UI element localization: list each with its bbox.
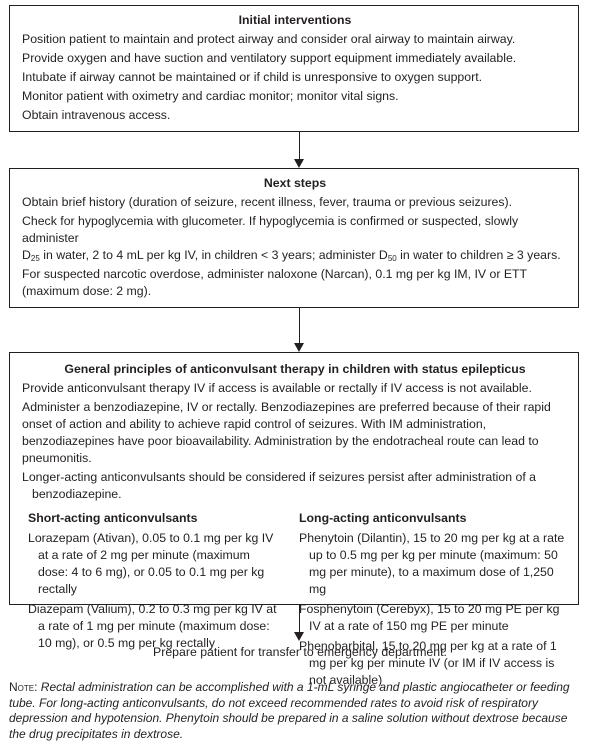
initial-line-monitor: Monitor patient with oximetry and cardia… — [22, 89, 399, 103]
drug-phenobarbital: Phenobarbital, 15 to 20 mg per kg at a r… — [299, 639, 557, 687]
footnote-label: Note: — [9, 680, 38, 694]
glucose-text-b: in water, 2 to 4 mL per kg IV, in childr… — [39, 248, 388, 262]
general-line-benzodiazepine: Administer a benzodiazepine, IV or recta… — [22, 400, 551, 465]
glucose-d25-label: D — [22, 248, 31, 262]
next-steps-title: Next steps — [263, 176, 327, 190]
glucose-d50-subscript: 50 — [387, 254, 397, 263]
final-step-text: Prepare patient for transfer to emergenc… — [153, 645, 447, 659]
next-steps-box: Next steps Obtain brief history (duratio… — [9, 168, 579, 308]
glucose-text-c: in water to children ≥ 3 years. — [396, 248, 561, 262]
arrow-down-2-head — [294, 343, 304, 352]
short-acting-column: Short-acting anticonvulsants Lorazepam (… — [28, 510, 277, 692]
initial-line-airway: Position patient to maintain and protect… — [22, 32, 516, 46]
arrow-down-3-head — [294, 632, 304, 641]
anticonvulsant-columns: Short-acting anticonvulsants Lorazepam (… — [22, 510, 568, 692]
next-line-history: Obtain brief history (duration of seizur… — [22, 195, 513, 209]
drug-lorazepam: Lorazepam (Ativan), 0.05 to 0.1 mg per k… — [28, 531, 274, 596]
long-acting-column: Long-acting anticonvulsants Phenytoin (D… — [299, 510, 568, 692]
initial-line-iv-access: Obtain intravenous access. — [22, 108, 171, 122]
next-line-narcotic: For suspected narcotic overdose, adminis… — [22, 267, 527, 298]
short-acting-title: Short-acting anticonvulsants — [28, 511, 198, 525]
initial-interventions-title: Initial interventions — [238, 13, 352, 27]
arrow-down-2-shaft — [299, 308, 300, 344]
long-acting-title: Long-acting anticonvulsants — [299, 511, 467, 525]
general-line-longer-acting: Longer-acting anticonvulsants should be … — [22, 470, 537, 501]
general-line-route: Provide anticonvulsant therapy IV if acc… — [22, 381, 532, 395]
initial-line-intubate: Intubate if airway cannot be maintained … — [22, 70, 483, 84]
drug-fosphenytoin: Fosphenytoin (Cerebyx), 15 to 20 mg PE p… — [299, 602, 560, 633]
arrow-down-2 — [294, 308, 306, 352]
footnote-text: Rectal administration can be accomplishe… — [9, 680, 570, 741]
arrow-down-3-shaft — [299, 605, 300, 633]
arrow-down-1-head — [294, 159, 304, 168]
initial-interventions-box: Initial interventions Position patient t… — [9, 5, 579, 132]
footnote: Note: Rectal administration can be accom… — [9, 680, 579, 742]
drug-phenytoin: Phenytoin (Dilantin), 15 to 20 mg per kg… — [299, 531, 565, 596]
arrow-down-1-shaft — [299, 132, 300, 160]
glucose-d25-subscript: 25 — [30, 254, 40, 263]
next-line-glucose: Check for hypoglycemia with glucometer. … — [22, 213, 568, 264]
general-principles-title: General principles of anticonvulsant the… — [64, 362, 526, 376]
initial-line-oxygen: Provide oxygen and have suction and vent… — [22, 51, 517, 65]
glucose-text-a: Check for hypoglycemia with glucometer. … — [22, 214, 519, 245]
arrow-down-3 — [294, 605, 306, 641]
arrow-down-1 — [294, 132, 306, 168]
general-principles-box: General principles of anticonvulsant the… — [9, 352, 579, 687]
drug-diazepam: Diazepam (Valium), 0.2 to 0.3 mg per kg … — [28, 602, 277, 650]
